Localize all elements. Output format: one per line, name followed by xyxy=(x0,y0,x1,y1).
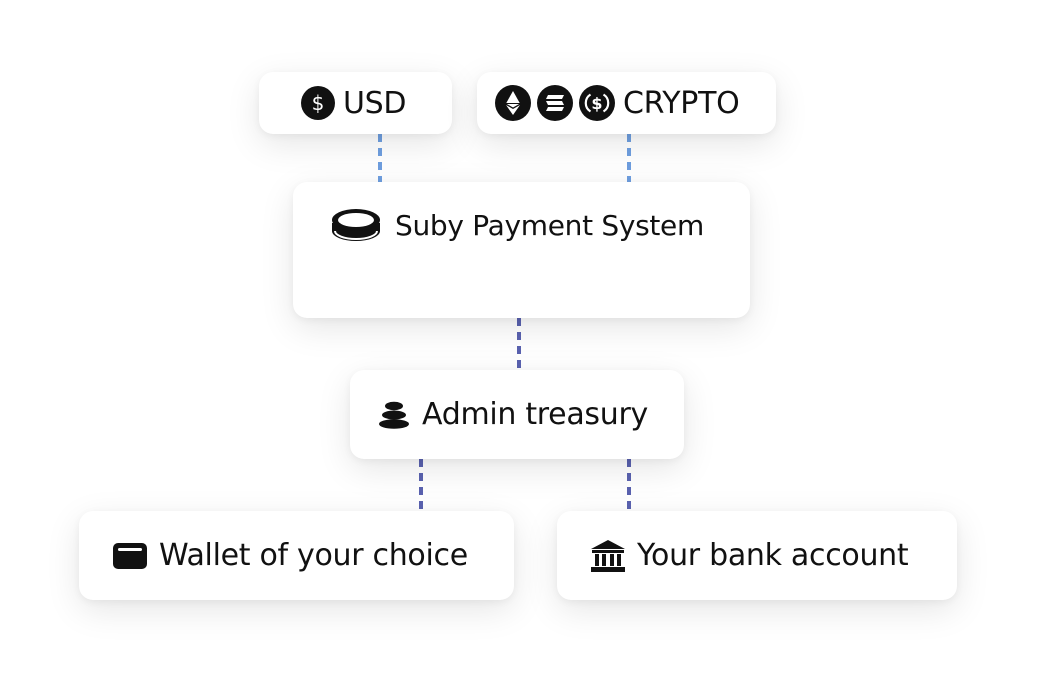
usd-node: $ USD xyxy=(259,72,452,134)
solana-icon xyxy=(537,85,573,121)
connector-payment-to-treasury xyxy=(517,318,521,370)
svg-text:$: $ xyxy=(591,94,602,113)
wallet-node: Wallet of your choice xyxy=(79,511,514,600)
connector-crypto-to-payment xyxy=(627,134,631,182)
coin-stack-icon xyxy=(331,206,381,244)
connector-treasury-to-bank xyxy=(627,459,631,511)
bank-icon xyxy=(590,539,626,573)
connector-treasury-to-wallet xyxy=(419,459,423,511)
connector-usd-to-payment xyxy=(378,134,382,182)
dollar-circle-icon: $ xyxy=(301,86,335,120)
crypto-node: $ CRYPTO xyxy=(477,72,776,134)
crypto-label: CRYPTO xyxy=(623,85,740,121)
ethereum-icon xyxy=(495,85,531,121)
bank-node: Your bank account xyxy=(557,511,957,600)
stacked-coins-icon xyxy=(378,401,410,429)
wallet-label: Wallet of your choice xyxy=(159,538,468,573)
svg-text:$: $ xyxy=(312,91,325,115)
admin-treasury-label: Admin treasury xyxy=(422,397,648,432)
usd-label: USD xyxy=(343,85,407,121)
usdc-icon: $ xyxy=(579,85,615,121)
payment-system-label: Suby Payment System xyxy=(395,208,704,242)
payment-system-node: Suby Payment System xyxy=(293,182,750,318)
bank-label: Your bank account xyxy=(637,538,909,573)
wallet-icon xyxy=(112,542,148,570)
admin-treasury-node: Admin treasury xyxy=(350,370,684,459)
